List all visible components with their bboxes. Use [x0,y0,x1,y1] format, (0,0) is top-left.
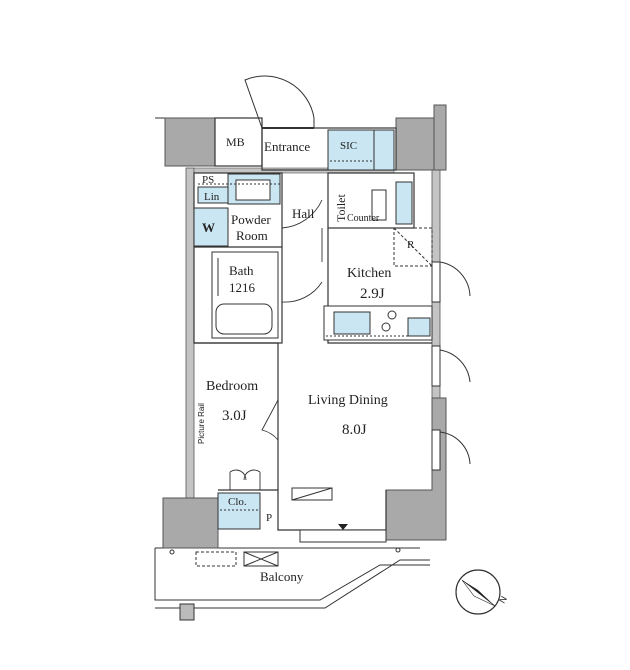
label-ps: PS [202,174,214,186]
closet-box [217,492,261,530]
label-kitchen: Kitchen [347,266,391,281]
labels: MB Entrance SIC PS Lin W Powder Room Hal… [197,135,509,605]
label-hall: Hall [292,206,315,221]
label-lin: Lin [204,191,220,203]
label-kitchen-size: 2.9J [360,286,385,302]
label-bath-size: 1216 [229,280,256,295]
label-bath: Bath [229,263,254,278]
window-sill [299,529,387,543]
label-bedroom: Bedroom [206,379,258,394]
sic-cabinet [327,129,395,171]
toilet-tank [371,189,387,221]
label-refrigerator: R [407,239,415,251]
toilet-counter [395,181,413,225]
pillar-right-edge [433,104,447,171]
kitchen-wall [327,228,432,344]
washer [193,207,229,247]
right-windows [431,261,471,471]
label-closet: Clo. [228,496,247,508]
label-balcony: Balcony [260,569,304,584]
entrance-door [244,75,315,129]
pillar-top-right [395,117,435,171]
refrigerator [393,227,433,267]
room-outlines [193,117,432,531]
label-bedroom-size: 3.0J [222,408,247,424]
label-compass-n: N [497,594,509,605]
label-toilet: Toilet [334,194,348,222]
toilet-room [327,172,415,229]
label-sic: SIC [340,140,357,152]
bathtub [211,251,279,339]
label-counter: Counter [347,213,380,224]
label-living-dining: Living Dining [308,393,388,408]
pillar-bottom-left [162,497,219,549]
fixtures [193,173,433,543]
label-entrance: Entrance [264,139,310,154]
label-living-dining-size: 8.0J [342,422,367,438]
label-powder-room-2: Room [236,228,268,243]
compass-icon [455,569,501,615]
pillar-top-left [164,117,216,167]
label-picture-rail: Picture Rail [197,403,206,444]
interior-doors [229,180,323,490]
label-washer: W [202,220,215,235]
balcony [154,547,430,621]
ld-vent [291,487,333,501]
label-mb: MB [226,135,245,149]
label-p: P [266,512,272,524]
label-powder-room-1: Powder [231,212,271,227]
